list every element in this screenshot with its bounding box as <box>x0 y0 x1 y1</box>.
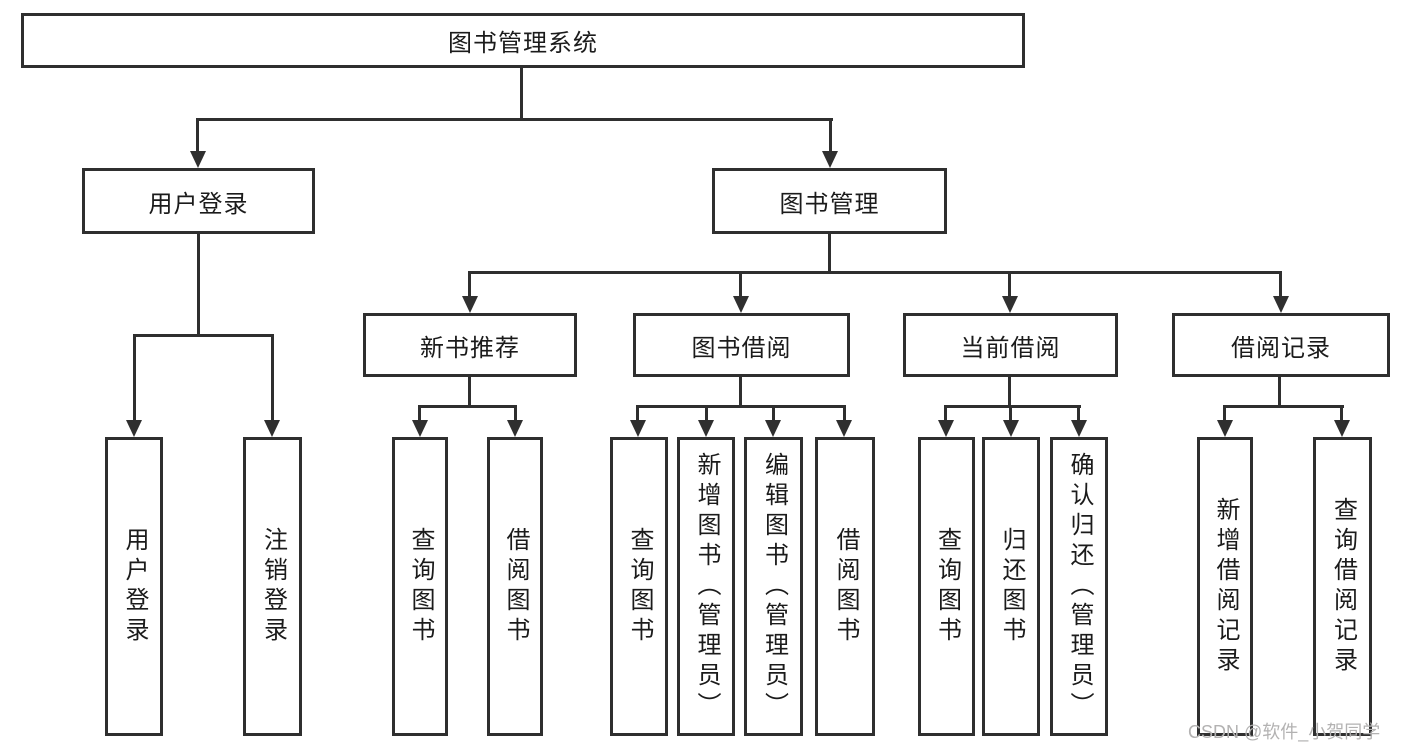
arrow-down-icon <box>462 296 478 313</box>
arrow-down-icon <box>1002 296 1018 313</box>
node-leaf-nb-borrow-books: 借阅图书 <box>487 437 543 736</box>
node-leaf-bb-query-books: 查询图书 <box>610 437 668 736</box>
node-leaf-user-login-label: 用户登录 <box>121 526 148 647</box>
connector-line <box>1223 405 1226 422</box>
node-book-management-label: 图书管理 <box>779 190 880 218</box>
connector-line <box>1279 271 1282 298</box>
node-leaf-bb-borrow-books-label: 借阅图书 <box>832 526 859 647</box>
arrow-down-icon <box>938 420 954 437</box>
node-leaf-bb-add-books-admin-label: 新增图书（管理员） <box>693 451 720 722</box>
node-leaf-cb-confirm-return-admin-label: 确认归还（管理员） <box>1066 451 1093 722</box>
node-borrow-records-label: 借阅记录 <box>1231 334 1331 362</box>
node-root-label: 图书管理系统 <box>448 30 598 57</box>
node-book-management: 图书管理 <box>712 168 947 234</box>
connector-line <box>944 405 947 422</box>
connector-line <box>133 334 136 422</box>
arrow-down-icon <box>264 420 280 437</box>
node-leaf-cb-return-books-label: 归还图书 <box>998 526 1025 647</box>
connector-line <box>1278 377 1281 408</box>
connector-line <box>418 405 517 408</box>
connector-line <box>133 334 274 337</box>
csdn-watermark: CSDN @软件_小贺同学 <box>1188 722 1381 742</box>
node-leaf-user-login: 用户登录 <box>105 437 163 736</box>
connector-line <box>196 118 199 153</box>
connector-line <box>739 377 742 408</box>
connector-line <box>196 118 833 121</box>
arrow-down-icon <box>1003 420 1019 437</box>
node-leaf-cb-query-books: 查询图书 <box>918 437 975 736</box>
node-leaf-br-query-record: 查询借阅记录 <box>1313 437 1372 736</box>
connector-line <box>1009 405 1012 422</box>
connector-line <box>739 271 742 298</box>
node-current-borrow-label: 当前借阅 <box>960 334 1061 362</box>
connector-line <box>636 405 846 408</box>
node-borrow-records: 借阅记录 <box>1172 313 1390 377</box>
arrow-down-icon <box>822 151 838 168</box>
node-leaf-bb-edit-books-admin: 编辑图书（管理员） <box>744 437 803 736</box>
connector-line <box>1008 377 1011 408</box>
connector-line <box>636 405 639 422</box>
connector-line <box>520 66 523 120</box>
node-leaf-logout: 注销登录 <box>243 437 302 736</box>
node-leaf-br-add-record: 新增借阅记录 <box>1197 437 1253 736</box>
node-leaf-bb-add-books-admin: 新增图书（管理员） <box>677 437 735 736</box>
arrow-down-icon <box>1334 420 1350 437</box>
connector-line <box>829 118 832 153</box>
connector-line <box>468 377 471 408</box>
node-leaf-nb-query-books: 查询图书 <box>392 437 448 736</box>
node-book-borrow: 图书借阅 <box>633 313 850 377</box>
node-leaf-bb-borrow-books: 借阅图书 <box>815 437 875 736</box>
node-user-login-label: 用户登录 <box>148 190 249 218</box>
arrow-down-icon <box>733 296 749 313</box>
node-new-book-recommend: 新书推荐 <box>363 313 577 377</box>
arrow-down-icon <box>765 420 781 437</box>
connector-line <box>1223 405 1344 408</box>
connector-line <box>197 234 200 337</box>
connector-line <box>828 234 831 274</box>
arrow-down-icon <box>836 420 852 437</box>
node-new-book-recommend-label: 新书推荐 <box>420 334 520 362</box>
node-leaf-cb-confirm-return-admin: 确认归还（管理员） <box>1050 437 1108 736</box>
connector-line <box>944 405 1081 408</box>
node-leaf-logout-label: 注销登录 <box>259 526 287 647</box>
node-leaf-br-add-record-label: 新增借阅记录 <box>1212 496 1239 677</box>
node-current-borrow: 当前借阅 <box>903 313 1118 377</box>
arrow-down-icon <box>507 420 523 437</box>
connector-line <box>418 405 421 422</box>
connector-line <box>468 271 471 298</box>
connector-line <box>514 405 517 422</box>
node-leaf-cb-query-books-label: 查询图书 <box>933 526 961 647</box>
node-book-borrow-label: 图书借阅 <box>691 334 792 362</box>
node-root: 图书管理系统 <box>21 13 1025 68</box>
arrow-down-icon <box>412 420 428 437</box>
arrow-down-icon <box>630 420 646 437</box>
node-leaf-nb-query-books-label: 查询图书 <box>407 526 434 647</box>
arrow-down-icon <box>1273 296 1289 313</box>
connector-line <box>1340 405 1343 422</box>
connector-line <box>843 405 846 422</box>
connector-line <box>468 271 1282 274</box>
arrow-down-icon <box>190 151 206 168</box>
arrow-down-icon <box>126 420 142 437</box>
connector-line <box>1008 271 1011 298</box>
node-leaf-nb-borrow-books-label: 借阅图书 <box>502 526 529 647</box>
node-leaf-bb-edit-books-admin-label: 编辑图书（管理员） <box>760 451 788 722</box>
connector-line <box>1077 405 1080 422</box>
connector-line <box>271 334 274 422</box>
connector-line <box>705 405 708 422</box>
node-leaf-bb-query-books-label: 查询图书 <box>626 526 653 647</box>
node-leaf-cb-return-books: 归还图书 <box>982 437 1040 736</box>
arrow-down-icon <box>698 420 714 437</box>
connector-line <box>772 405 775 422</box>
arrow-down-icon <box>1071 420 1087 437</box>
arrow-down-icon <box>1217 420 1233 437</box>
node-leaf-br-query-record-label: 查询借阅记录 <box>1329 496 1357 677</box>
node-user-login: 用户登录 <box>82 168 315 234</box>
